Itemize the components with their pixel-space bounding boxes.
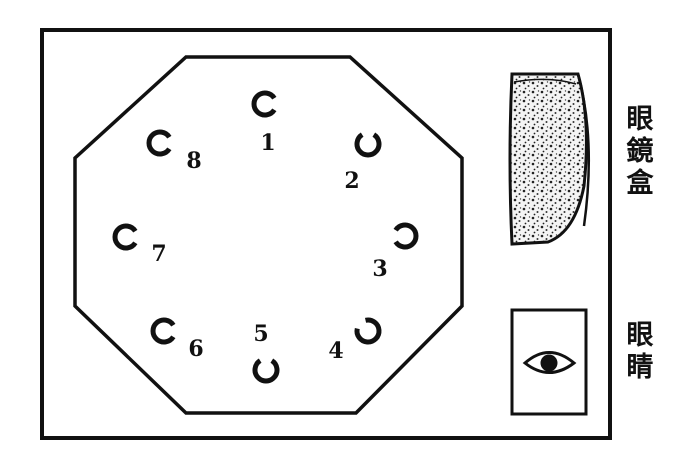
ring-5: [252, 358, 280, 384]
eyeglass-case-label: 眼鏡盒: [626, 104, 654, 199]
ring-number-7: 7: [151, 241, 166, 267]
ring-number-2: 2: [344, 168, 359, 194]
eye-label: 眼睛: [626, 320, 654, 383]
outer-frame: [40, 28, 612, 440]
ring-number-8: 8: [186, 148, 201, 174]
eyeglass-case-icon: [508, 72, 591, 246]
ring-2: [354, 132, 382, 158]
octagon-chart-board: [73, 55, 464, 415]
ring-number-4: 4: [328, 338, 343, 364]
ring-1: [251, 90, 277, 118]
ring-number-1: 1: [260, 130, 275, 156]
ring-6: [150, 317, 176, 345]
ring-number-3: 3: [372, 256, 387, 282]
ring-number-5: 5: [253, 321, 268, 347]
ring-7: [112, 223, 138, 251]
ring-8: [146, 129, 172, 157]
ring-number-6: 6: [188, 336, 203, 362]
rings-layer: 1 2 3 4 5 6 7 8: [112, 90, 419, 384]
ring-3: [393, 222, 419, 250]
eye-icon: [510, 308, 588, 416]
ring-4: [354, 317, 382, 345]
